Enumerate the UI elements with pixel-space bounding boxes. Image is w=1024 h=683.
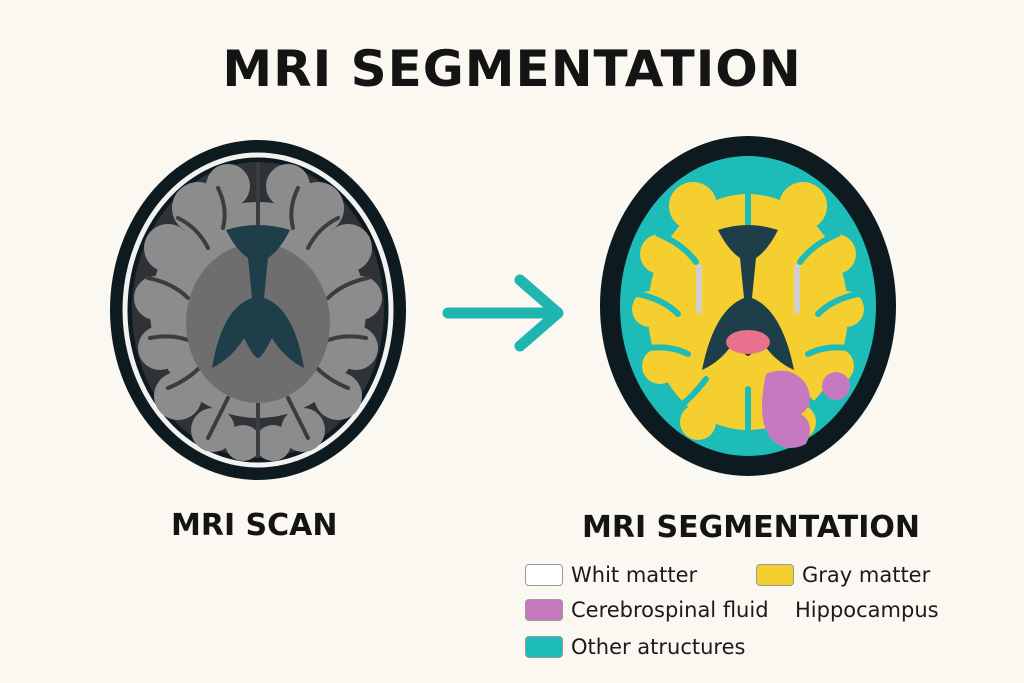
mri-scan-image (110, 140, 406, 480)
legend-item-hippocampus: Hippocampus (795, 598, 939, 622)
mri-scan-label: MRI SCAN (171, 508, 338, 543)
legend-label: Other atructures (571, 635, 746, 659)
page-title: MRI SEGMENTATION (222, 40, 802, 98)
scan-skull-ring (122, 152, 394, 468)
legend-label: Gray matter (802, 563, 931, 587)
mri-segmentation-label: MRI SEGMENTATION (582, 510, 920, 545)
legend-label: Whit matter (571, 563, 698, 587)
legend-swatch (525, 564, 563, 586)
legend-swatch (756, 564, 794, 586)
legend-item-white-matter: Whit matter (525, 563, 697, 587)
mri-segmentation-image (600, 136, 896, 476)
seg-white-streaks (696, 264, 800, 314)
scan-ventricles (212, 225, 304, 368)
right-arrow-icon (442, 274, 564, 352)
legend-item-cerebrospinal-fluid: Cerebrospinal fluid (525, 598, 769, 622)
seg-ventricles (702, 225, 794, 370)
legend-swatch (525, 599, 563, 621)
legend-label: Cerebrospinal fluid (571, 598, 769, 622)
seg-purple-region (762, 370, 850, 448)
legend-item-gray-matter: Gray matter (756, 563, 930, 587)
seg-pink-region (726, 330, 770, 354)
legend-item-other-structures: Other atructures (525, 635, 745, 659)
legend-swatch (525, 636, 563, 658)
legend-label: Hippocampus (795, 598, 939, 622)
